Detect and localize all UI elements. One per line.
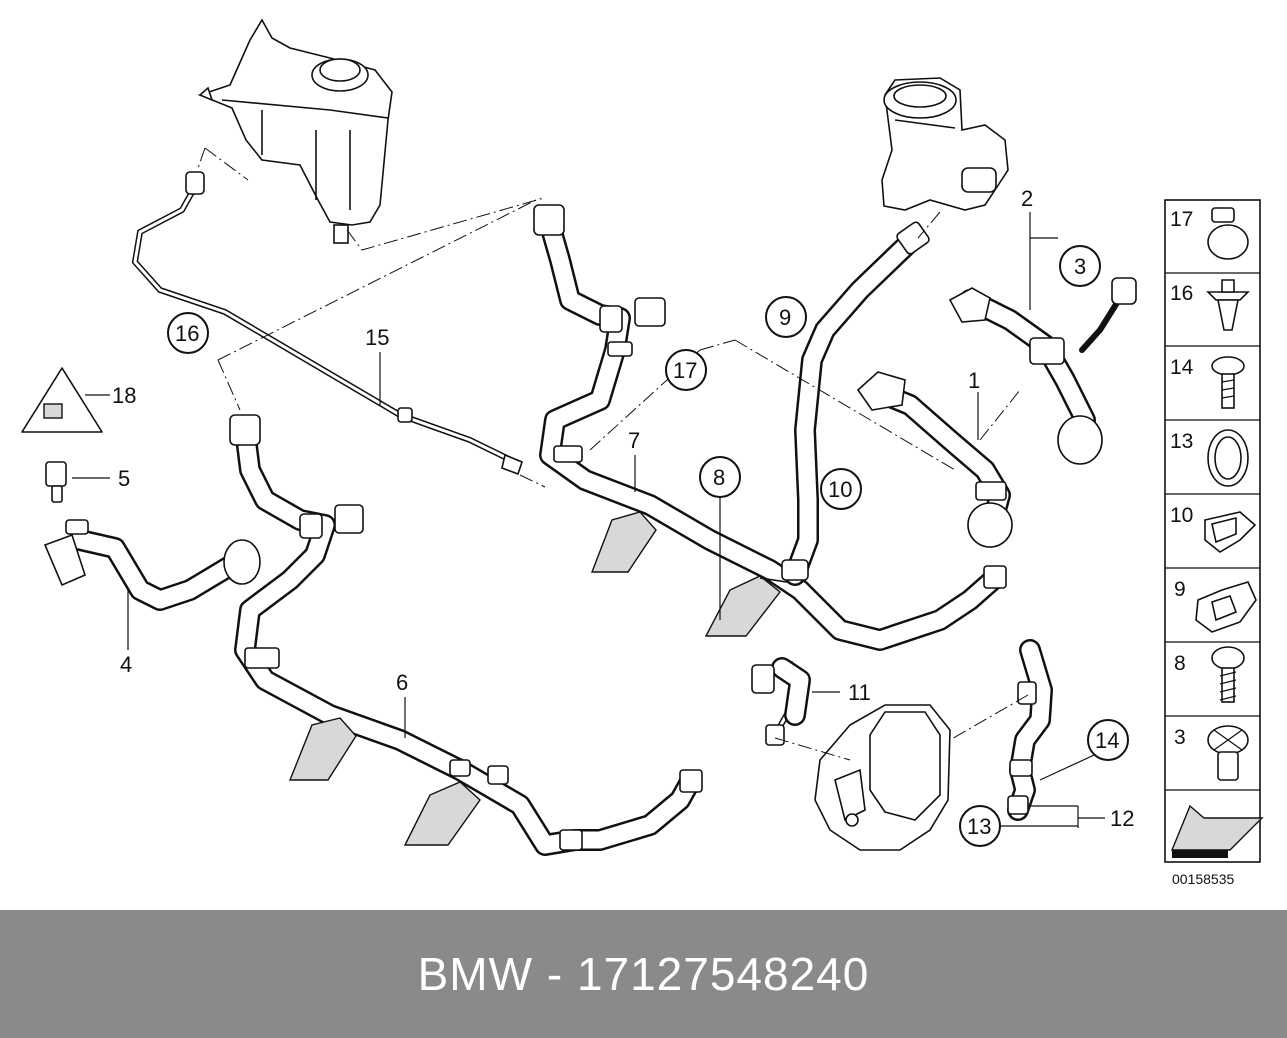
callout-10: 10	[828, 477, 852, 502]
legend-item-5: 10	[1170, 504, 1193, 527]
callout-10-circle	[820, 468, 862, 510]
orientation-arrow-icon	[1170, 804, 1264, 858]
plastic-rivet-icon	[1207, 725, 1249, 781]
callout-8: 8	[713, 465, 725, 490]
callouts: 1 2 3 4 5 6 7 8 9 10 11 12 13 14 15 16 1…	[112, 186, 1134, 847]
callout-16: 16	[175, 321, 199, 346]
expanding-rivet-icon	[1206, 279, 1250, 331]
drawing-number: 00158535	[1172, 871, 1235, 887]
callout-14: 14	[1095, 728, 1119, 753]
part-11-hose	[751, 657, 811, 746]
footer-separator: -	[546, 948, 564, 1000]
footer-bar: BMW - 17127548240	[0, 910, 1287, 1038]
part-9-hose	[781, 221, 930, 586]
legend-item-1: 17	[1170, 208, 1193, 231]
legend-item-4: 13	[1170, 430, 1193, 453]
screw-icon	[1211, 356, 1245, 409]
seal-ring-icon	[1207, 429, 1249, 487]
callout-11: 11	[848, 680, 871, 705]
callout-15: 15	[365, 325, 389, 350]
callout-13: 13	[967, 814, 991, 839]
callout-9-circle	[765, 296, 807, 338]
part-12-hose	[1007, 639, 1053, 821]
filter-housing	[881, 77, 1009, 211]
part-6-lower-hose	[229, 414, 703, 856]
legend-item-8: 3	[1174, 726, 1186, 749]
footer-part-label: BMW - 17127548240	[0, 910, 1287, 1038]
legend-panel: 17 16 14 13 10 9 8 3	[1164, 199, 1264, 863]
callout-3: 3	[1074, 254, 1086, 279]
hose-clip-icon	[1204, 511, 1257, 553]
footer-brand: BMW	[417, 948, 534, 1000]
callout-18: 18	[112, 383, 136, 408]
expansion-tank	[197, 18, 393, 244]
part-18-warning-label	[21, 367, 103, 433]
part-4-hose	[43, 519, 261, 611]
callout-13-circle	[959, 805, 1001, 847]
callout-16-circle	[167, 312, 209, 354]
auxiliary-water-pump	[814, 704, 951, 851]
leader-lines	[72, 212, 1106, 828]
callout-14-circle	[1087, 719, 1129, 761]
part-7-upper-hose	[533, 204, 1007, 651]
callout-8-circle	[699, 456, 741, 498]
callout-5: 5	[118, 466, 130, 491]
callout-2: 2	[1021, 186, 1033, 211]
callout-1: 1	[968, 368, 980, 393]
callout-12: 12	[1110, 806, 1134, 831]
legend-item-6: 9	[1174, 578, 1186, 601]
double-clip-icon	[1195, 581, 1257, 633]
callout-17-circle	[665, 349, 707, 391]
callout-9: 9	[779, 305, 791, 330]
part-5-sensor	[45, 461, 67, 503]
part-1-hose	[856, 371, 1013, 548]
callout-7: 7	[628, 428, 640, 453]
hose-clamp-icon	[1207, 207, 1249, 260]
callout-3-circle	[1059, 245, 1101, 287]
sheet-metal-screw-icon	[1211, 646, 1245, 703]
part-2-hose	[948, 277, 1137, 465]
callout-17: 17	[673, 358, 697, 383]
coolant-hose-diagram: 1 2 3 4 5 6 7 8 9 10 11 12 13 14 15 16 1…	[21, 18, 1264, 887]
legend-item-7: 8	[1174, 652, 1186, 675]
callout-4: 4	[120, 652, 132, 677]
legend-item-3: 14	[1170, 356, 1194, 379]
callout-6: 6	[396, 670, 408, 695]
footer-part-number: 17127548240	[576, 948, 870, 1000]
part-15-vent-hose	[131, 171, 523, 476]
legend-item-2: 16	[1170, 282, 1193, 305]
